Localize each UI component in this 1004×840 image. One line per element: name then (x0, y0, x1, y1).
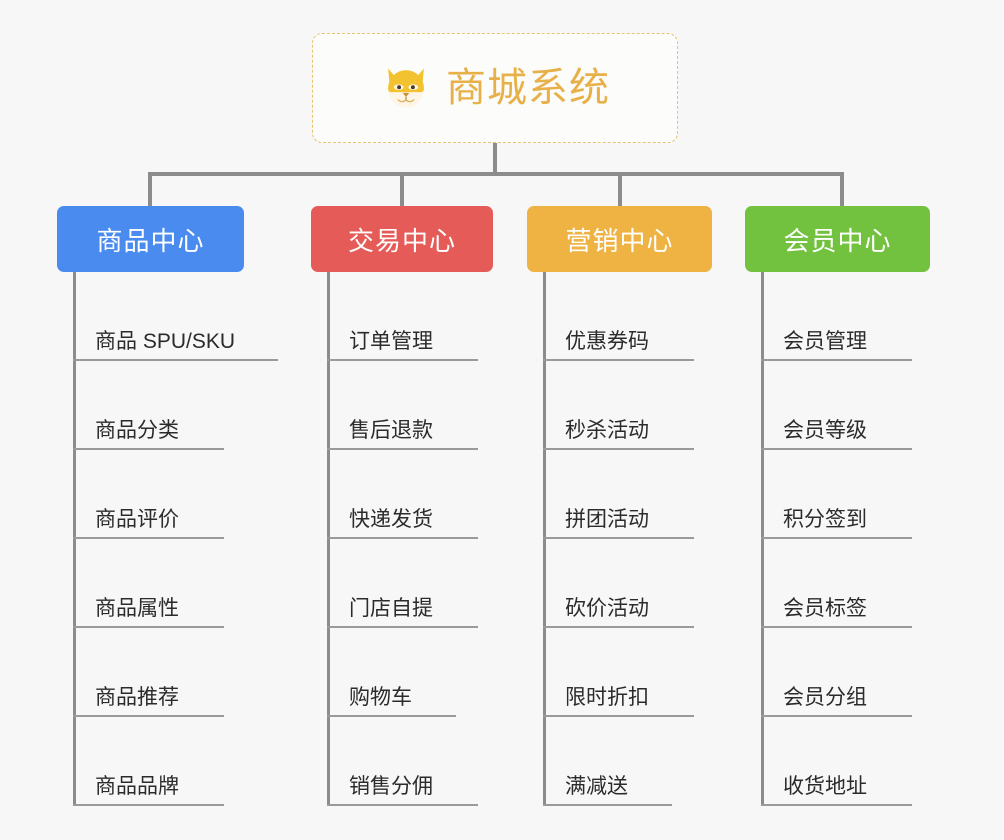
branch-trunk-3 (543, 272, 546, 806)
root-title: 商城系统 (446, 66, 610, 110)
branch-item-list-3: 优惠券码秒杀活动拼团活动砍价活动限时折扣满减送 (543, 272, 728, 806)
leaf-item-underline (327, 359, 478, 361)
leaf-item[interactable]: 销售分佣 (327, 717, 509, 806)
leaf-item-underline (73, 626, 224, 628)
leaf-item-label: 积分签到 (783, 508, 867, 531)
branch-item-list-4: 会员管理会员等级积分签到会员标签会员分组收货地址 (761, 272, 946, 806)
leaf-item[interactable]: 购物车 (327, 628, 509, 717)
leaf-item-label: 收货地址 (783, 775, 867, 798)
leaf-item[interactable]: 门店自提 (327, 539, 509, 628)
category-header-4[interactable]: 会员中心 (745, 206, 930, 272)
connector-drop-4 (840, 172, 844, 208)
leaf-item-label: 商品品牌 (95, 775, 179, 798)
leaf-item-underline (73, 448, 224, 450)
category-header-2[interactable]: 交易中心 (311, 206, 493, 272)
leaf-item[interactable]: 会员等级 (761, 361, 946, 450)
leaf-item[interactable]: 商品属性 (73, 539, 260, 628)
leaf-item[interactable]: 会员分组 (761, 628, 946, 717)
leaf-item-underline (327, 626, 478, 628)
leaf-item-underline (761, 537, 912, 539)
leaf-item-underline (543, 804, 672, 806)
leaf-item-label: 商品分类 (95, 419, 179, 442)
leaf-item-label: 限时折扣 (565, 686, 649, 709)
leaf-item-label: 满减送 (565, 775, 628, 798)
branch-item-list-1: 商品 SPU/SKU 商品分类商品评价商品属性商品推荐商品品牌 (73, 272, 278, 806)
leaf-item[interactable]: 限时折扣 (543, 628, 728, 717)
leaf-item[interactable]: 会员标签 (761, 539, 946, 628)
leaf-item[interactable]: 收货地址 (761, 717, 946, 806)
leaf-item[interactable]: 满减送 (543, 717, 728, 806)
leaf-item-underline (761, 448, 912, 450)
branch-trunk-4 (761, 272, 764, 806)
branch-column-1: 商品中心商品 SPU/SKU 商品分类商品评价商品属性商品推荐商品品牌 (57, 206, 278, 806)
connector-drop-2 (400, 172, 404, 208)
shiba-dog-face-icon (380, 62, 432, 114)
leaf-item-underline (543, 715, 694, 717)
leaf-item-label: 商品属性 (95, 597, 179, 620)
leaf-item-underline (327, 804, 478, 806)
connector-drop-3 (618, 172, 622, 208)
leaf-item-underline (761, 715, 912, 717)
leaf-item[interactable]: 拼团活动 (543, 450, 728, 539)
category-header-3[interactable]: 营销中心 (527, 206, 712, 272)
leaf-item-underline (543, 359, 694, 361)
branch-column-3: 营销中心优惠券码秒杀活动拼团活动砍价活动限时折扣满减送 (527, 206, 712, 806)
leaf-item[interactable]: 订单管理 (327, 272, 509, 361)
leaf-item[interactable]: 优惠券码 (543, 272, 728, 361)
leaf-item-label: 快递发货 (349, 508, 433, 531)
leaf-item-label: 商品推荐 (95, 686, 179, 709)
leaf-item-underline (543, 537, 694, 539)
leaf-item-label: 拼团活动 (565, 508, 649, 531)
leaf-item-underline (327, 448, 478, 450)
connector-drop-1 (148, 172, 152, 208)
leaf-item[interactable]: 商品 SPU/SKU (73, 272, 278, 361)
leaf-item[interactable]: 砍价活动 (543, 539, 728, 628)
category-header-1[interactable]: 商品中心 (57, 206, 244, 272)
leaf-item[interactable]: 售后退款 (327, 361, 509, 450)
branch-column-4: 会员中心会员管理会员等级积分签到会员标签会员分组收货地址 (745, 206, 930, 806)
branch-trunk-2 (327, 272, 330, 806)
leaf-item-label: 订单管理 (349, 330, 433, 353)
leaf-item[interactable]: 商品品牌 (73, 717, 260, 806)
leaf-item-label: 优惠券码 (565, 330, 649, 353)
leaf-item[interactable]: 积分签到 (761, 450, 946, 539)
leaf-item[interactable]: 商品评价 (73, 450, 260, 539)
branch-trunk-1 (73, 272, 76, 806)
leaf-item-underline (327, 537, 478, 539)
leaf-item-label: 会员等级 (783, 419, 867, 442)
connector-root-stem (493, 143, 497, 175)
leaf-item-underline (327, 715, 456, 717)
leaf-item-underline (543, 448, 694, 450)
leaf-item-label: 砍价活动 (565, 597, 649, 620)
leaf-item-underline (73, 359, 278, 361)
leaf-item-underline (761, 359, 912, 361)
leaf-item-label: 售后退款 (349, 419, 433, 442)
leaf-item-underline (73, 804, 224, 806)
leaf-item-label: 商品评价 (95, 508, 179, 531)
root-node[interactable]: 商城系统 (312, 33, 678, 143)
leaf-item-label: 秒杀活动 (565, 419, 649, 442)
leaf-item-label: 门店自提 (349, 597, 433, 620)
leaf-item-underline (761, 804, 912, 806)
connector-horizontal-bus (148, 172, 844, 176)
leaf-item-label: 销售分佣 (349, 775, 433, 798)
leaf-item-label: 会员标签 (783, 597, 867, 620)
leaf-item-label: 商品 SPU/SKU (95, 330, 236, 353)
leaf-item[interactable]: 商品分类 (73, 361, 260, 450)
branch-item-list-2: 订单管理售后退款快递发货门店自提购物车销售分佣 (327, 272, 509, 806)
leaf-item-underline (73, 537, 224, 539)
leaf-item-label: 会员分组 (783, 686, 867, 709)
leaf-item[interactable]: 快递发货 (327, 450, 509, 539)
leaf-item[interactable]: 会员管理 (761, 272, 946, 361)
leaf-item[interactable]: 商品推荐 (73, 628, 260, 717)
branch-column-2: 交易中心订单管理售后退款快递发货门店自提购物车销售分佣 (311, 206, 493, 806)
leaf-item-underline (543, 626, 694, 628)
leaf-item-underline (761, 626, 912, 628)
leaf-item-underline (73, 715, 224, 717)
leaf-item[interactable]: 秒杀活动 (543, 361, 728, 450)
leaf-item-label: 购物车 (349, 686, 412, 709)
leaf-item-label: 会员管理 (783, 330, 867, 353)
